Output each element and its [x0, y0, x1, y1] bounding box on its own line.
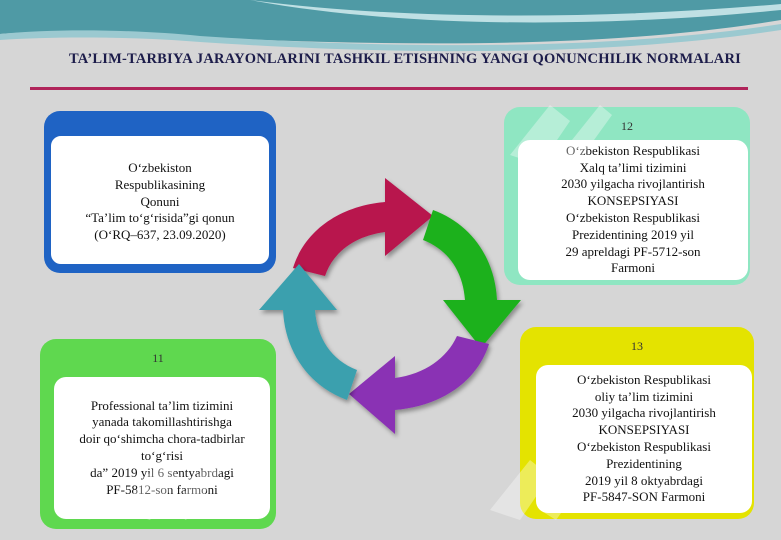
box-number: 13: [631, 339, 643, 353]
teal-arrow: [259, 264, 357, 400]
box-number: 11: [152, 351, 164, 365]
box-line: O‘zbekiston Respublikasi: [577, 371, 711, 387]
box-line: Farmoni: [610, 260, 656, 276]
box-line: PF-5812-son farmoni: [106, 482, 218, 499]
concept-box-12-content: O‘zbekiston Respublikasi Xalq ta’limi ti…: [518, 140, 748, 280]
header-swoosh: [0, 0, 781, 52]
box-line: Prezidentining: [606, 455, 682, 471]
box-line: KONSEPSIYASI: [598, 422, 690, 438]
concept-box-12: 12 O‘zbekiston Respublikasi Xalq ta’limi…: [504, 107, 750, 285]
box-line: Xalq ta’limi tizimini: [579, 159, 687, 175]
green-arrow: [423, 210, 521, 348]
box-line: oliy ta’lim tizimini: [594, 388, 694, 404]
box-line: 2019 yil 8 oktyabrdagi: [584, 472, 704, 488]
law-box-blue: O‘zbekiston Respublikasining Qonuni “Ta’…: [44, 111, 276, 273]
box-line: Professional ta’lim tizimini: [90, 397, 234, 413]
box-line: da” 2019 yil 6 sentyabrdagi: [90, 464, 234, 480]
box-line: O‘zbekiston: [128, 160, 192, 175]
watermark-mark: [120, 460, 222, 520]
watermark-mark: [510, 105, 612, 165]
box-line: (O‘RQ–637, 23.09.2020): [94, 227, 226, 243]
red-arrow: [293, 178, 433, 276]
box-line: 29 apreldagi PF-5712-son: [565, 243, 701, 259]
purple-arrow: [349, 336, 489, 434]
concept-box-13: 13 O‘zbekiston Respublikasi oliy ta’lim …: [520, 327, 754, 519]
decree-box-11: 11 Professional ta’lim tizimini yanada t…: [40, 339, 276, 529]
cycle-arrows: [259, 178, 521, 434]
concept-box-13-content: O‘zbekiston Respublikasi oliy ta’lim tiz…: [536, 365, 752, 513]
box-line: O‘zbekiston Respublikasi: [566, 210, 700, 225]
decree-box-11-content: Professional ta’lim tizimini yanada tako…: [54, 377, 270, 519]
box-number: 12: [621, 119, 633, 133]
box-line: Qonuni: [140, 193, 180, 209]
page-title: TA’LIM-TARBIYA JARAYONLARINI TASHKIL ETI…: [69, 51, 741, 67]
watermark-mark: [490, 460, 592, 520]
box-line: PF-5847-SON Farmoni: [582, 489, 706, 505]
box-line: O‘zbekiston Respublikasi: [577, 439, 711, 454]
box-line: Prezidentining 2019 yil: [571, 226, 695, 242]
box-line: “Ta’lim to‘g‘risida”gi qonun: [85, 210, 235, 226]
box-line: 2030 yilgacha rivojlantirish: [572, 405, 716, 421]
box-line: doir qo‘shimcha chora-tadbirlar: [79, 431, 245, 447]
box-line: yanada takomillashtirishga: [92, 414, 232, 430]
box-line: to‘g‘risi: [141, 448, 183, 463]
title-underline: [30, 87, 748, 90]
box-line: KONSEPSIYASI: [587, 193, 679, 209]
law-box-blue-content: O‘zbekiston Respublikasining Qonuni “Ta’…: [49, 134, 271, 266]
box-line: Respublikasining: [114, 176, 206, 192]
box-line: 2030 yilgacha rivojlantirish: [561, 176, 705, 192]
box-line: O‘zbekiston Respublikasi: [566, 142, 700, 158]
